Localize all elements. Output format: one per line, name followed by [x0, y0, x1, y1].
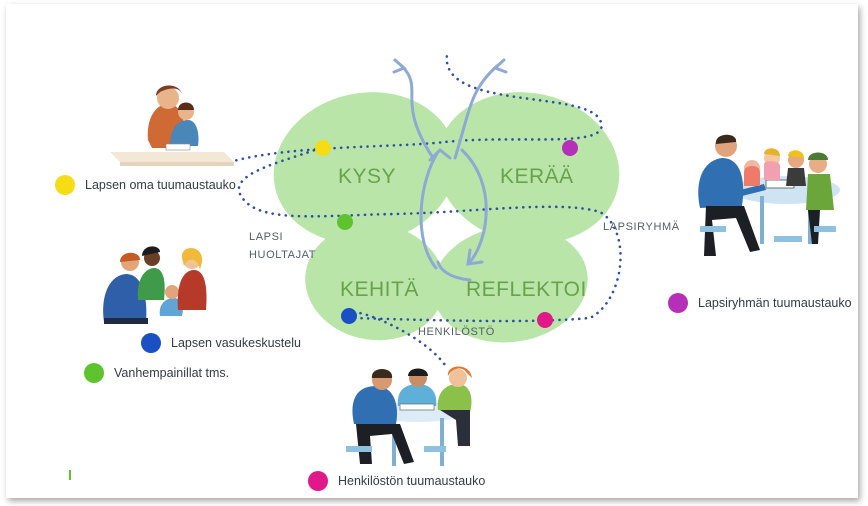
purple-dot [562, 140, 578, 156]
legend-dot-green [84, 363, 104, 383]
diagram-frame: KYSY KERÄÄ KEHITÄ REFLEKTOI LAPSI HUOLTA… [6, 4, 858, 498]
legend-item-vasu: Lapsen vasukeskustelu [141, 333, 301, 353]
yellow-dot [315, 140, 331, 156]
label-lapsi: LAPSI [249, 231, 283, 243]
legend-label: Lapsen oma tuumaustauko [85, 178, 236, 192]
legend-label: Lapsiryhmän tuumaustauko [698, 296, 852, 310]
child-group-illustration [698, 134, 840, 256]
cycle-arrows [392, 58, 508, 282]
legend-item-henk: Henkilöstön tuumaustauko [308, 471, 485, 491]
tick-mark [69, 470, 71, 480]
legend-label: Henkilöstön tuumaustauko [338, 474, 486, 488]
staff-meeting-illustration [346, 366, 472, 466]
legend-dot-blue [141, 333, 161, 353]
petal-kysy [273, 92, 457, 244]
butterfly-diagram: KYSY KERÄÄ KEHITÄ REFLEKTOI LAPSI HUOLTA… [69, 53, 840, 480]
green-dot [337, 214, 353, 230]
label-reflektoi: REFLEKTOI [466, 278, 587, 301]
legend-label: Lapsen vasukeskustelu [171, 336, 301, 350]
blue-dot [341, 308, 357, 324]
legend-item-ryhma: Lapsiryhmän tuumaustauko [668, 293, 852, 313]
petal-kehita [305, 223, 445, 341]
legend-label: Vanhempainillat tms. [114, 366, 230, 380]
label-keraa: KERÄÄ [500, 165, 574, 188]
legend-dot-pink [308, 471, 328, 491]
label-kehita: KEHITÄ [340, 278, 419, 301]
path-dots [315, 140, 578, 328]
pink-dot [537, 312, 553, 328]
legend-dot-yellow [55, 175, 75, 195]
parent-child-illustration [110, 85, 234, 166]
legend-dot-purple [668, 293, 688, 313]
family-illustration [103, 246, 207, 324]
butterfly-petals [273, 92, 620, 343]
label-huoltajat: HUOLTAJAT [249, 249, 316, 261]
label-kysy: KYSY [338, 165, 396, 188]
legend-item-oma: Lapsen oma tuumaustauko [55, 175, 236, 195]
label-lapsiryhma: LAPSIRYHMÄ [603, 221, 680, 233]
legend-item-vanh: Vanhempainillat tms. [84, 363, 229, 383]
petal-keraa [436, 92, 620, 244]
label-henkilosto: HENKILÖSTÖ [418, 326, 495, 338]
